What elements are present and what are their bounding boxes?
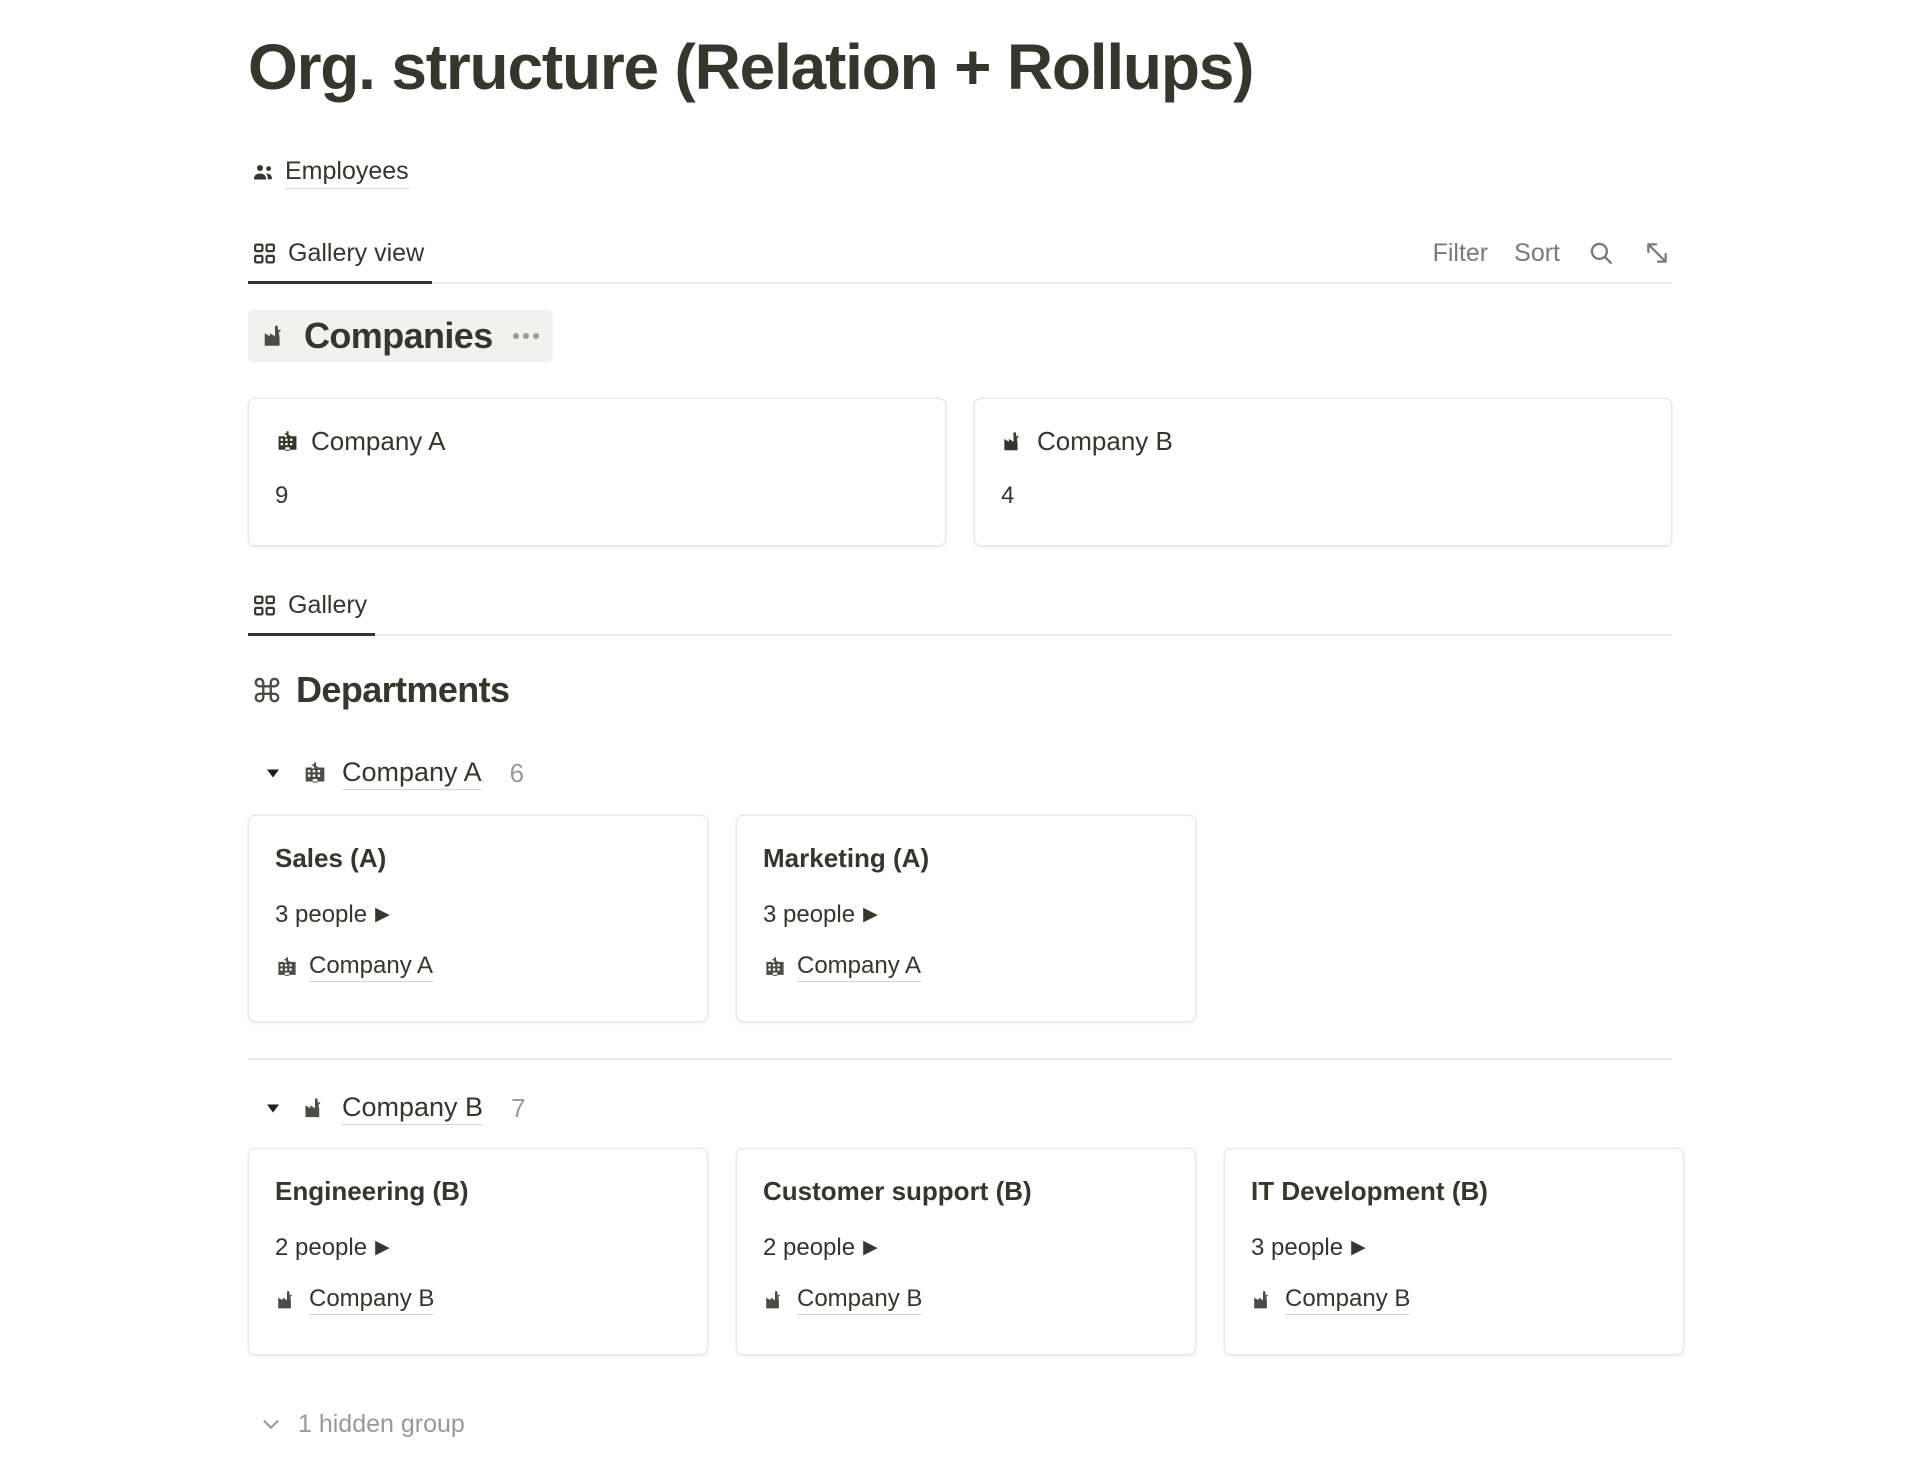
department-card[interactable]: Customer support (B) 2 people ▶ Company … — [736, 1148, 1196, 1355]
department-card-rollup[interactable]: 2 people ▶ — [275, 1233, 681, 1262]
department-card-gallery-company-b: Engineering (B) 2 people ▶ Company B Cus… — [248, 1148, 1684, 1355]
department-card-relation[interactable]: Company A — [275, 951, 681, 982]
departments-section-title: Departments — [296, 669, 510, 710]
school-building-icon — [763, 955, 787, 979]
page-title: Org. structure (Relation + Rollups) — [248, 31, 1254, 103]
department-card-rollup[interactable]: 2 people ▶ — [763, 1233, 1169, 1262]
rollup-value: 2 people — [763, 1234, 856, 1261]
company-card-property: 4 — [1001, 482, 1015, 509]
factory-icon — [302, 1095, 328, 1121]
school-building-icon — [275, 955, 299, 979]
factory-icon — [260, 321, 290, 351]
department-card-title: Engineering (B) — [275, 1176, 469, 1206]
department-card-relation[interactable]: Company B — [763, 1284, 1169, 1315]
tab-gallery[interactable]: Gallery — [248, 591, 376, 636]
department-card-relation[interactable]: Company B — [275, 1284, 681, 1315]
factory-icon — [763, 1288, 787, 1312]
view-toolbar-secondary: Gallery — [248, 580, 1672, 636]
chevron-down-icon — [258, 1411, 284, 1437]
relation-label[interactable]: Company A — [309, 951, 434, 982]
rollup-expand-caret-icon[interactable]: ▶ — [1351, 1237, 1366, 1258]
view-tabs-primary: Gallery view — [248, 228, 433, 284]
search-icon[interactable] — [1586, 238, 1616, 268]
gallery-grid-icon — [252, 593, 277, 618]
school-building-icon — [275, 429, 300, 454]
department-card-rollup[interactable]: 3 people ▶ — [1251, 1233, 1657, 1262]
factory-icon — [275, 1288, 299, 1312]
relation-label[interactable]: Company A — [797, 951, 922, 982]
view-toolbar-primary: Gallery view Filter Sort — [248, 228, 1672, 284]
expand-diagonal-icon[interactable] — [1642, 238, 1672, 268]
command-icon — [252, 675, 282, 705]
group-count: 7 — [511, 1092, 526, 1123]
hidden-group-label: 1 hidden group — [298, 1410, 465, 1438]
ellipsis-icon[interactable] — [512, 333, 539, 339]
triangle-down-icon[interactable] — [262, 762, 284, 784]
rollup-value: 3 people — [275, 901, 368, 928]
department-card-gallery-company-a: Sales (A) 3 people ▶ Company A Marketing… — [248, 815, 1196, 1022]
department-card-title: IT Development (B) — [1251, 1176, 1488, 1206]
relation-label[interactable]: Company B — [797, 1284, 923, 1315]
departments-section-heading: Departments — [252, 664, 523, 716]
company-card-title-row: Company B — [1001, 425, 1645, 457]
group-label[interactable]: Company B — [342, 1091, 484, 1125]
view-toolbar-actions: Filter Sort — [1433, 238, 1672, 282]
rollup-value: 3 people — [1251, 1234, 1344, 1261]
companies-section-heading[interactable]: Companies — [248, 310, 553, 362]
department-card[interactable]: Marketing (A) 3 people ▶ Company A — [736, 815, 1196, 1022]
companies-section-title: Companies — [304, 315, 493, 356]
rollup-expand-caret-icon[interactable]: ▶ — [863, 904, 878, 925]
filter-button[interactable]: Filter — [1432, 238, 1489, 267]
tab-gallery-view[interactable]: Gallery view — [248, 239, 433, 284]
department-card-rollup[interactable]: 3 people ▶ — [275, 900, 681, 929]
factory-icon — [1001, 429, 1026, 454]
factory-icon — [1251, 1288, 1275, 1312]
people-group-icon — [252, 160, 276, 184]
company-card[interactable]: Company A 9 — [248, 398, 946, 546]
hidden-group-toggle[interactable]: 1 hidden group — [258, 1405, 465, 1443]
department-card[interactable]: Engineering (B) 2 people ▶ Company B — [248, 1148, 708, 1355]
tab-gallery-view-label: Gallery view — [288, 239, 425, 267]
breadcrumb-label[interactable]: Employees — [285, 156, 409, 189]
gallery-grid-icon — [252, 241, 277, 266]
view-tabs-secondary: Gallery — [248, 580, 376, 636]
companies-card-gallery: Company A 9 Company B 4 — [248, 398, 1672, 546]
breadcrumb[interactable]: Employees — [252, 155, 409, 189]
department-card-title: Customer support (B) — [763, 1176, 1032, 1206]
relation-label[interactable]: Company B — [309, 1284, 435, 1315]
sort-button[interactable]: Sort — [1514, 238, 1560, 267]
group-divider — [248, 1058, 1672, 1060]
company-card-property: 9 — [275, 482, 289, 509]
rollup-value: 2 people — [275, 1234, 368, 1261]
rollup-expand-caret-icon[interactable]: ▶ — [863, 1237, 878, 1258]
company-card[interactable]: Company B 4 — [974, 398, 1672, 546]
rollup-expand-caret-icon[interactable]: ▶ — [375, 1237, 390, 1258]
department-card-title: Sales (A) — [275, 843, 387, 873]
relation-label[interactable]: Company B — [1285, 1284, 1411, 1315]
department-card-relation[interactable]: Company A — [763, 951, 1169, 982]
department-card-title: Marketing (A) — [763, 843, 930, 873]
triangle-down-icon[interactable] — [262, 1097, 284, 1119]
department-card[interactable]: Sales (A) 3 people ▶ Company A — [248, 815, 708, 1022]
rollup-expand-caret-icon[interactable]: ▶ — [375, 904, 390, 925]
rollup-value: 3 people — [763, 901, 856, 928]
department-card[interactable]: IT Development (B) 3 people ▶ Company B — [1224, 1148, 1684, 1355]
group-header-company-a[interactable]: Company A 6 — [262, 753, 524, 793]
company-card-title: Company B — [1037, 426, 1173, 456]
department-card-rollup[interactable]: 3 people ▶ — [763, 900, 1169, 929]
department-card-relation[interactable]: Company B — [1251, 1284, 1657, 1315]
group-label[interactable]: Company A — [342, 756, 482, 790]
group-header-company-b[interactable]: Company B 7 — [262, 1088, 526, 1128]
company-card-title: Company A — [311, 426, 446, 456]
school-building-icon — [302, 760, 328, 786]
tab-gallery-label: Gallery — [288, 591, 368, 619]
group-count: 6 — [509, 757, 525, 788]
company-card-title-row: Company A — [275, 425, 919, 457]
